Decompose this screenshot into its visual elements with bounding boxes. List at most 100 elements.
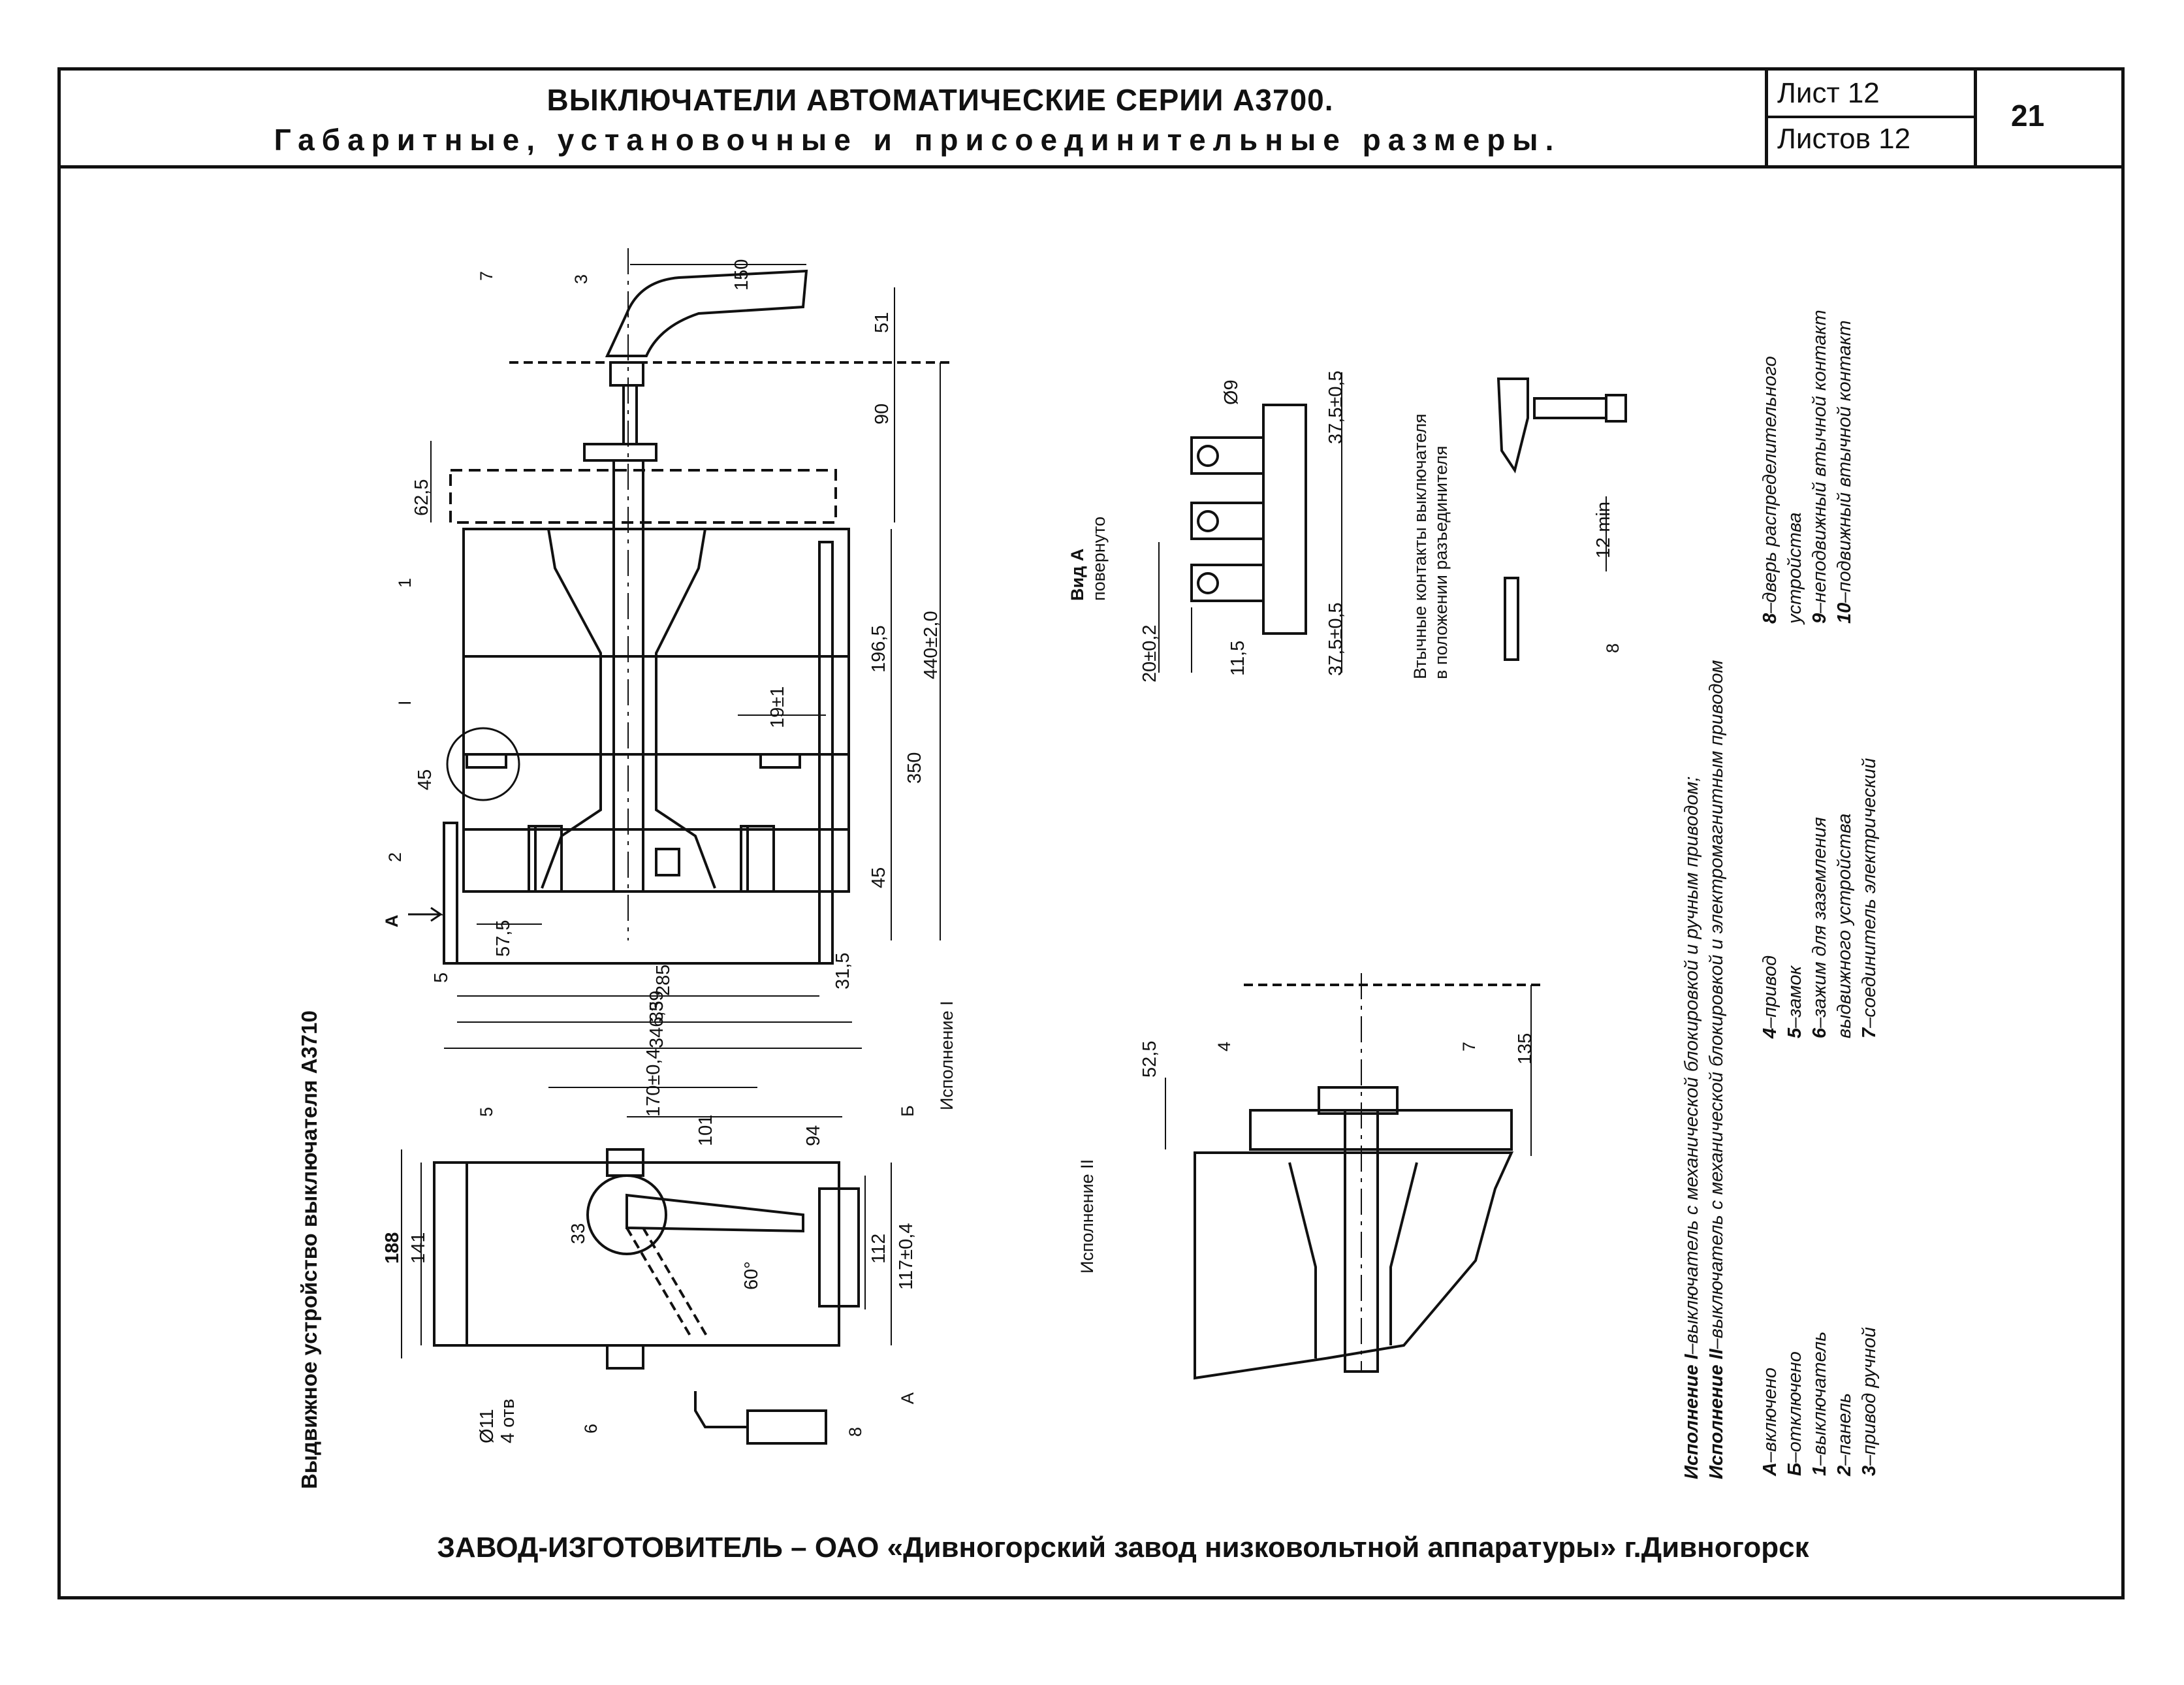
callout-b: Б — [898, 1105, 917, 1117]
label-view-a: Вид А — [1068, 548, 1087, 601]
label-view-a-sub: повернуто — [1089, 516, 1109, 601]
legend-value: –отключено — [1784, 1351, 1805, 1463]
dim-9: Ø9 — [1221, 379, 1242, 405]
legend-item-10: 10–подвижный втычной контакт — [1834, 320, 1856, 624]
dim-11: Ø11 — [477, 1409, 498, 1443]
legend-value: –привод ручной — [1859, 1326, 1880, 1466]
dim-37-a: 37,5±0,5 — [1325, 370, 1346, 444]
callout-2: 2 — [385, 852, 405, 862]
legend-item-9: 9–неподвижный втычной контакт — [1809, 310, 1831, 624]
page-title: ВЫКЛЮЧАТЕЛИ АВТОМАТИЧЕСКИЕ СЕРИИ А3700. — [546, 83, 1334, 117]
drawing-title: Выдвижное устройство выключателя А3710 — [297, 1010, 321, 1489]
view-a — [1158, 372, 1342, 673]
legend-item-1: 1–выключатель — [1809, 1332, 1831, 1476]
dim-31-5: 31,5 — [832, 952, 853, 989]
dim-45-b: 45 — [868, 867, 889, 888]
manufacturer-footer: ЗАВОД-ИЗГОТОВИТЕЛЬ – ОАО «Дивногорский з… — [437, 1532, 1809, 1564]
dim-11-5: 11,5 — [1227, 640, 1248, 676]
legend-item-8: 8–дверь распределительного — [1760, 356, 1781, 624]
legend-value: –замок — [1784, 965, 1805, 1028]
legend-key: 5 — [1784, 1027, 1805, 1038]
legend-key: 2 — [1834, 1465, 1855, 1476]
callout-1: 1 — [395, 577, 415, 588]
callout-4: 4 — [1214, 1041, 1234, 1051]
legend-exec-1: Исполнение I–выключатель с механической … — [1681, 777, 1703, 1479]
legend-value: –соединитель электрический — [1859, 758, 1880, 1028]
dim-51: 51 — [872, 312, 893, 333]
contacts-detail — [1496, 377, 1627, 661]
legend-key: 1 — [1809, 1465, 1830, 1476]
main-side-view — [408, 248, 953, 1049]
legend-key: 7 — [1859, 1027, 1880, 1038]
dim-57-5: 57,5 — [493, 920, 514, 957]
legend-item-4: 4–привод — [1760, 955, 1781, 1038]
dim-12min: 12 min — [1593, 501, 1614, 558]
dim-5: 5 — [431, 972, 452, 983]
dim-62-5: 62,5 — [411, 479, 432, 516]
sheets-total: Листов 12 — [1777, 123, 1911, 155]
legend-value: –выключатель — [1809, 1331, 1830, 1466]
legend-item-2: 2–панель — [1834, 1393, 1856, 1476]
execution-2-view — [1165, 973, 1541, 1380]
legend-key: 8 — [1760, 613, 1780, 624]
header-divider-mid — [1765, 116, 1975, 118]
dim-60: 60° — [741, 1261, 762, 1290]
legend-item-6: 6–зажим для заземления — [1809, 817, 1831, 1038]
legend-key: 4 — [1760, 1027, 1780, 1038]
callout-6: 6 — [581, 1423, 601, 1434]
legend-item-b: Б–отключено — [1784, 1351, 1806, 1476]
legend-value: –подвижный втычной контакт — [1834, 320, 1855, 603]
callout-7-b: 8 — [1603, 643, 1622, 653]
callout-a: A — [898, 1392, 917, 1404]
legend-key: 10 — [1834, 602, 1855, 624]
callout-5: 5 — [477, 1106, 496, 1117]
header-divider-v2 — [1974, 67, 1977, 167]
legend-exec-2-text: –выключатель с механической блокировкой … — [1706, 660, 1727, 1349]
legend-value: –дверь распределительного — [1760, 356, 1780, 613]
dim-196-5: 196,5 — [868, 625, 889, 673]
dim-150: 150 — [731, 259, 752, 291]
legend-item-3: 3–привод ручной — [1859, 1327, 1880, 1476]
drawing-frame — [57, 67, 2125, 1599]
dim-141: 141 — [408, 1232, 429, 1264]
legend-key: 6 — [1809, 1027, 1830, 1038]
callout-roman-1: I — [395, 700, 415, 705]
dim-94: 94 — [803, 1125, 824, 1146]
dim-4otv: 4 отв — [498, 1398, 518, 1443]
arrow-a-label: A — [382, 914, 402, 928]
dim-45-a: 45 — [415, 769, 435, 790]
dim-135: 135 — [1515, 1033, 1536, 1065]
legend-value: устройства — [1784, 512, 1805, 624]
legend-value: –неподвижный втычной контакт — [1809, 310, 1830, 613]
legend-exec-2-title: Исполнение II — [1706, 1349, 1727, 1479]
callout-3: 3 — [571, 274, 591, 284]
legend-value: –панель — [1834, 1392, 1855, 1466]
dim-117: 117±0,4 — [896, 1223, 917, 1290]
legend-item-5: 5–замок — [1784, 966, 1806, 1038]
dim-350: 350 — [904, 752, 925, 784]
page-number: 21 — [2011, 99, 2045, 133]
sheet-number: Лист 12 — [1777, 77, 1880, 109]
legend-item-8-cont: устройства — [1784, 512, 1806, 624]
callout-8: 7 — [477, 270, 496, 281]
dim-33: 33 — [568, 1223, 589, 1244]
dim-52-5: 52,5 — [1139, 1040, 1160, 1078]
legend-value: –привод — [1760, 955, 1780, 1028]
header-divider — [57, 165, 2125, 168]
dim-346-5: 346,5 — [646, 1001, 667, 1048]
dim-20: 20±0,2 — [1139, 624, 1160, 683]
contacts-note-1: Втычные контакты выключателя — [1410, 413, 1430, 679]
dim-37-b: 37,5±0,5 — [1325, 602, 1346, 676]
legend-key: 3 — [1859, 1465, 1880, 1476]
legend-item-7: 7–соединитель электрический — [1859, 758, 1880, 1038]
legend-item-a: А–включено — [1760, 1368, 1781, 1476]
legend-value: –включено — [1760, 1368, 1780, 1463]
legend-exec-1-title: Исполнение I — [1681, 1354, 1702, 1479]
legend-value: –зажим для заземления — [1809, 816, 1830, 1028]
dim-188: 188 — [382, 1232, 403, 1264]
dim-19: 19±1 — [767, 686, 788, 728]
legend-key: 9 — [1809, 613, 1830, 624]
legend-value: выдвижного устройства — [1834, 813, 1855, 1038]
page-subtitle: Габаритные, установочные и присоединител… — [274, 123, 1561, 157]
